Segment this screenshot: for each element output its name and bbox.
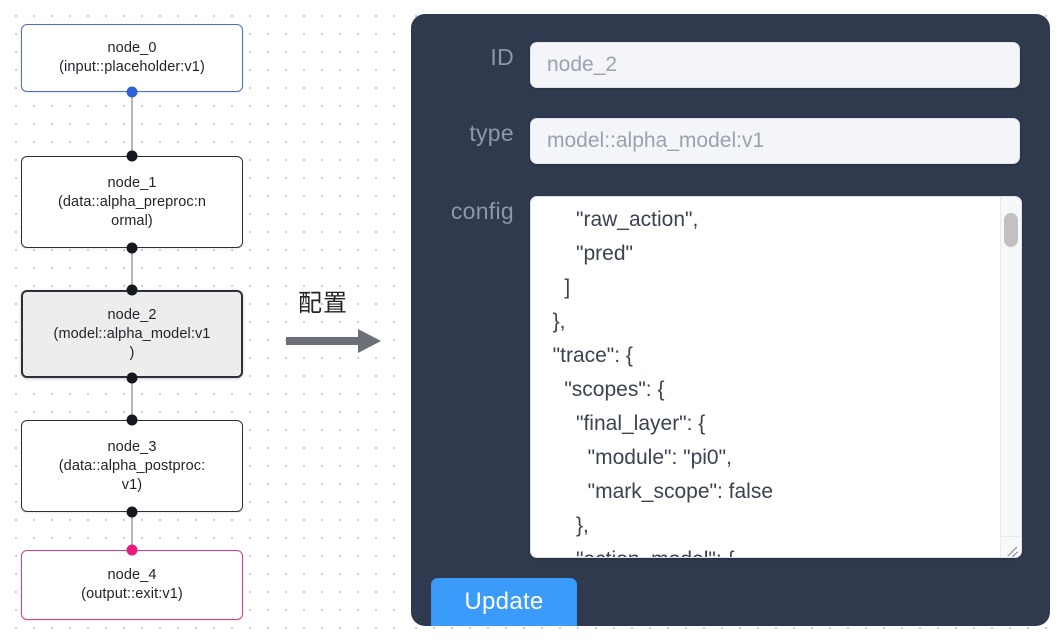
- config-scrollbar-thumb[interactable]: [1004, 213, 1018, 247]
- type-field-label: type: [469, 120, 514, 146]
- port-node_1-output[interactable]: [126, 242, 138, 254]
- port-node_3-input[interactable]: [126, 414, 138, 426]
- type-input[interactable]: model::alpha_model:v1: [530, 118, 1020, 164]
- node-subtitle-cont: ormal): [111, 212, 153, 229]
- node-subtitle: (data::alpha_preproc:n: [57, 193, 207, 210]
- node-subtitle: (input::placeholder:v1): [59, 59, 205, 75]
- id-input[interactable]: node_2: [530, 42, 1020, 88]
- node-title: node_0: [107, 40, 157, 56]
- edge-node3-node4: [131, 512, 133, 550]
- node-title: node_3: [107, 438, 157, 455]
- node-config-panel: ID node_2 type model::alpha_model:v1 con…: [411, 14, 1050, 626]
- edge-node1-node2: [131, 248, 133, 290]
- edge-node2-node3: [131, 378, 133, 420]
- edge-node0-node1: [131, 92, 133, 156]
- port-node_4-input[interactable]: [126, 544, 138, 556]
- id-field-label: ID: [490, 44, 514, 70]
- node-subtitle-cont: v1): [121, 476, 143, 493]
- graph-node-node_4[interactable]: node_4 (output::exit:v1): [21, 550, 243, 620]
- config-field-label: config: [450, 198, 514, 224]
- node-title: node_4: [107, 567, 157, 583]
- node-subtitle-cont: ): [129, 344, 135, 361]
- update-button[interactable]: Update: [431, 578, 577, 626]
- port-node_0-output[interactable]: [126, 86, 138, 98]
- graph-node-node_2[interactable]: node_2 (model::alpha_model:v1 ): [21, 290, 243, 378]
- graph-canvas[interactable]: node_0 (input::placeholder:v1) node_1 (d…: [0, 0, 400, 643]
- node-subtitle: (model::alpha_model:v1: [53, 325, 211, 342]
- config-scrollbar[interactable]: [1000, 197, 1021, 537]
- config-textarea[interactable]: "raw_action", "pred" ] }, "trace": { "sc…: [552, 208, 773, 557]
- port-node_2-input[interactable]: [126, 284, 138, 296]
- arrow-right-icon: [286, 329, 381, 353]
- graph-node-node_0[interactable]: node_0 (input::placeholder:v1): [21, 24, 243, 92]
- config-textarea-wrapper[interactable]: "raw_action", "pred" ] }, "trace": { "sc…: [530, 196, 1022, 558]
- field-row-type: type model::alpha_model:v1: [411, 118, 1050, 164]
- transition-annotation: 配置: [284, 288, 396, 358]
- graph-node-node_3[interactable]: node_3 (data::alpha_postproc: v1): [21, 420, 243, 512]
- field-row-id: ID node_2: [411, 42, 1050, 88]
- node-subtitle: (data::alpha_postproc:: [58, 457, 206, 474]
- resize-handle-icon[interactable]: [1000, 536, 1021, 557]
- node-title: node_1: [107, 174, 157, 191]
- port-node_3-output[interactable]: [126, 506, 138, 518]
- node-title: node_2: [107, 306, 157, 323]
- node-subtitle: (output::exit:v1): [81, 586, 183, 602]
- transition-label: 配置: [298, 289, 348, 317]
- port-node_1-input[interactable]: [126, 150, 138, 162]
- graph-node-node_1[interactable]: node_1 (data::alpha_preproc:n ormal): [21, 156, 243, 248]
- port-node_2-output[interactable]: [126, 372, 138, 384]
- field-row-config: config "raw_action", "pred" ] }, "trace"…: [411, 196, 1050, 558]
